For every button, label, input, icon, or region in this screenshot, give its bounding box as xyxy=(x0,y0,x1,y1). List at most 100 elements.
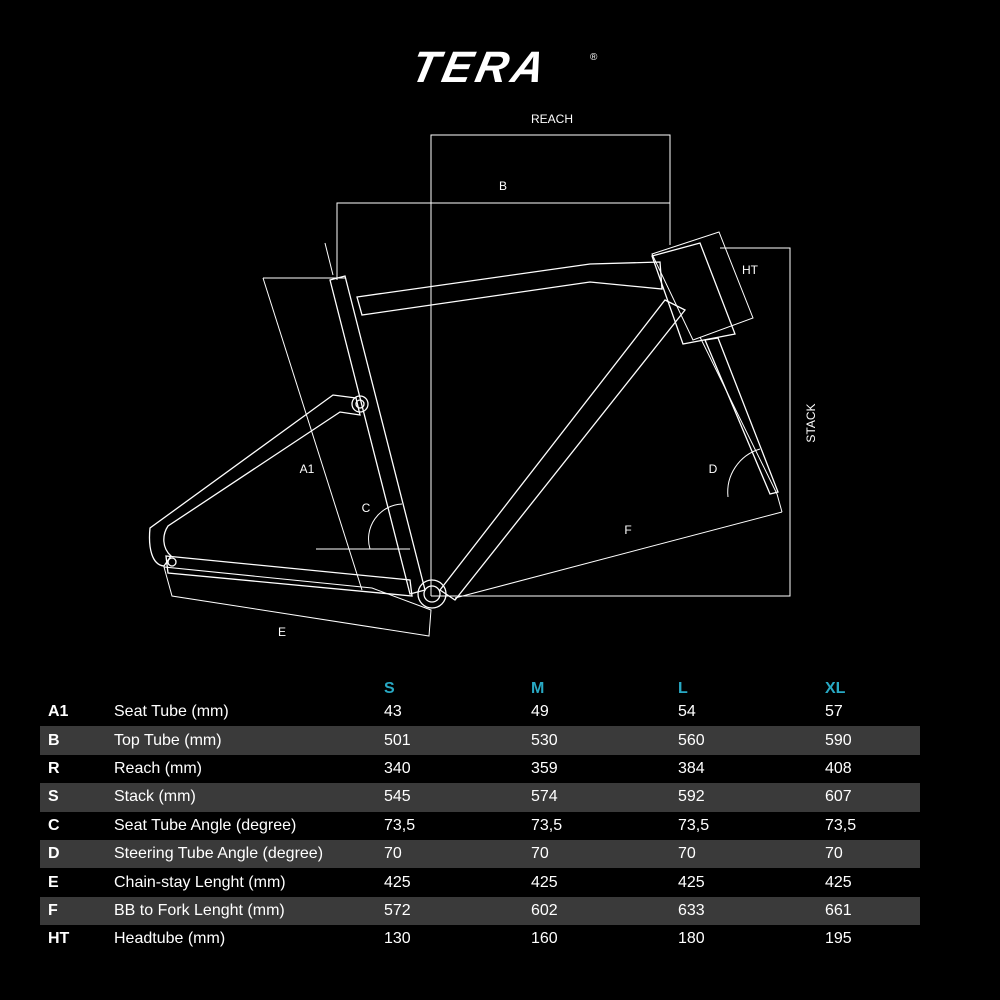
row-value-s: 572 xyxy=(384,896,531,926)
table-row: S Stack (mm) 545 574 592 607 xyxy=(40,783,920,812)
down-tube xyxy=(439,299,687,601)
row-value-m: 73,5 xyxy=(531,816,563,834)
row-value-xl: 57 xyxy=(825,703,843,721)
table-row: R Reach (mm) 340 359 384 408 xyxy=(40,755,920,783)
label-f: F xyxy=(624,523,631,537)
row-code: D xyxy=(40,839,114,869)
table-row: F BB to Fork Lenght (mm) 572 602 633 661 xyxy=(40,896,920,926)
row-value-m: 49 xyxy=(531,703,549,721)
seat-angle-arc xyxy=(368,503,403,550)
seat-tube-dim-line xyxy=(262,277,363,591)
table-row: D Steering Tube Angle (degree) 70 70 70 … xyxy=(40,839,920,869)
row-value-l: 560 xyxy=(678,726,825,755)
row-value-s: 73,5 xyxy=(384,816,416,834)
row-name: Steering Tube Angle (degree) xyxy=(114,839,384,869)
stack-box xyxy=(431,247,791,597)
row-name: Chain-stay Lenght (mm) xyxy=(114,873,286,891)
row-value-s: 425 xyxy=(384,873,411,891)
table-row: A1 Seat Tube (mm) 43 49 54 57 xyxy=(40,698,920,726)
size-header-m: M xyxy=(531,680,545,697)
steer-angle-arc xyxy=(727,448,761,498)
row-value-xl: 195 xyxy=(825,930,852,948)
row-value-l: 384 xyxy=(678,759,705,777)
chain-stay xyxy=(165,555,413,597)
row-value-l: 592 xyxy=(678,783,825,812)
row-value-l: 70 xyxy=(678,839,825,869)
row-value-s: 70 xyxy=(384,839,531,869)
size-header-l: L xyxy=(678,680,688,697)
registered-mark: ® xyxy=(590,52,598,63)
seat-binder-bolt-inner xyxy=(355,399,365,409)
table-row: E Chain-stay Lenght (mm) 425 425 425 425 xyxy=(40,868,920,896)
head-tube xyxy=(651,242,736,345)
row-value-xl: 408 xyxy=(825,759,852,777)
row-value-m: 425 xyxy=(531,873,558,891)
brand-logo: TERA ® xyxy=(0,40,1000,91)
row-value-m: 160 xyxy=(531,930,558,948)
label-ht: HT xyxy=(742,263,759,277)
row-code: S xyxy=(40,783,114,812)
row-code: C xyxy=(48,816,60,834)
row-name: BB to Fork Lenght (mm) xyxy=(114,896,384,926)
row-value-xl: 73,5 xyxy=(825,816,857,834)
row-name: Stack (mm) xyxy=(114,783,384,812)
row-value-m: 359 xyxy=(531,759,558,777)
row-value-xl: 425 xyxy=(825,873,852,891)
label-c: C xyxy=(362,501,371,515)
row-code: B xyxy=(40,726,114,755)
row-code: F xyxy=(40,896,114,926)
label-stack: STACK xyxy=(804,403,818,442)
bottom-bracket-inner xyxy=(423,585,441,603)
top-tube-box xyxy=(336,202,670,280)
row-name: Reach (mm) xyxy=(114,759,203,777)
fork-axis-line xyxy=(699,336,778,495)
row-value-l: 425 xyxy=(678,873,705,891)
row-value-l: 73,5 xyxy=(678,816,710,834)
row-value-m: 574 xyxy=(531,783,678,812)
seat-stay xyxy=(148,394,361,567)
row-name: Top Tube (mm) xyxy=(114,726,384,755)
label-e: E xyxy=(278,625,286,639)
headtube-box xyxy=(651,231,754,341)
row-value-xl: 590 xyxy=(825,726,920,755)
row-code: A1 xyxy=(48,703,69,721)
row-value-xl: 607 xyxy=(825,783,920,812)
row-value-l: 180 xyxy=(678,930,705,948)
row-value-m: 602 xyxy=(531,896,678,926)
fork-length-line xyxy=(454,511,783,599)
row-value-s: 130 xyxy=(384,930,411,948)
fork xyxy=(704,337,779,495)
frame-geometry-diagram: REACH B HT STACK A1 C D E F xyxy=(148,112,818,639)
frame-outline xyxy=(148,242,779,601)
reach-box xyxy=(430,134,671,596)
row-code: E xyxy=(48,873,59,891)
seat-tube-tick xyxy=(324,242,334,276)
table-row: C Seat Tube Angle (degree) 73,5 73,5 73,… xyxy=(40,812,920,840)
chainstay-box xyxy=(163,566,432,637)
seat-tube xyxy=(329,275,426,595)
row-name: Seat Tube (mm) xyxy=(114,703,229,721)
size-header-row: S M L XL xyxy=(40,672,920,698)
bottom-bracket xyxy=(417,579,447,609)
row-name: Headtube (mm) xyxy=(114,930,226,948)
row-name: Seat Tube Angle (degree) xyxy=(114,816,297,834)
row-code: R xyxy=(48,759,60,777)
row-value-m: 70 xyxy=(531,839,678,869)
row-code: HT xyxy=(48,930,70,948)
seat-binder-bolt xyxy=(351,395,369,413)
row-value-l: 54 xyxy=(678,703,696,721)
dimension-lines xyxy=(163,134,791,637)
label-a1: A1 xyxy=(300,462,315,476)
row-value-xl: 661 xyxy=(825,896,920,926)
row-value-s: 43 xyxy=(384,703,402,721)
logo-text: TERA xyxy=(407,43,553,90)
row-value-s: 340 xyxy=(384,759,411,777)
row-value-l: 633 xyxy=(678,896,825,926)
rear-dropout xyxy=(167,557,177,567)
fork-end-tick xyxy=(776,493,783,513)
row-value-xl: 70 xyxy=(825,839,920,869)
row-value-s: 545 xyxy=(384,783,531,812)
geometry-table: S M L XL A1 Seat Tube (mm) 43 49 54 57 B… xyxy=(40,672,920,954)
label-d: D xyxy=(709,462,718,476)
size-header-s: S xyxy=(384,680,395,697)
